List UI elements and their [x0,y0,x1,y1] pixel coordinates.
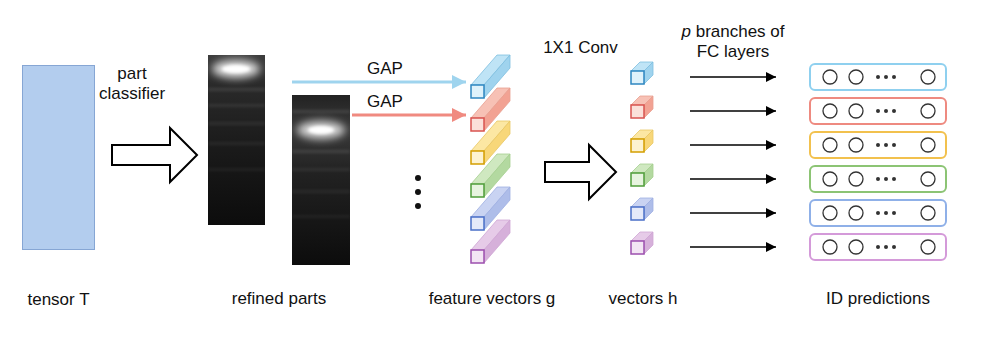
vector-front [471,250,484,263]
node-caption: tensor T [27,290,89,310]
prediction-marks [823,206,935,220]
heatmap-band [292,190,350,193]
vector-front [471,217,484,230]
reduced-vector [631,62,653,84]
vector-front [471,151,484,164]
vector-front [631,207,644,220]
block-arrow [545,145,616,199]
heatmap-core [222,65,250,73]
vector-face [484,220,510,263]
feature-vector [471,220,510,263]
vector-face [644,164,653,186]
vector-front [471,118,484,131]
arrow-connector [292,82,466,83]
heatmap-band [208,142,265,145]
node-caption: vectors h [609,289,678,309]
prediction-marks [823,138,935,152]
prediction-box [810,64,946,90]
block-arrow [112,128,197,182]
reduced-vector [631,96,653,118]
arrow-line [690,110,776,112]
arrow-connector [690,77,776,247]
vector-front [631,241,644,254]
heatmap-band [208,88,265,91]
heatmap-band [292,215,350,218]
prediction-marks [823,104,935,118]
arrow-line [690,178,776,180]
edge-label: GAP [367,59,403,79]
vector-front [471,184,484,197]
vector-front [631,71,644,84]
arrow-line [352,114,466,117]
vector-face [644,198,653,220]
refined-parts-group: refined parts [208,55,350,265]
vector-face [644,232,653,254]
prediction-marks [823,172,935,186]
vector-front [631,139,644,152]
vector-face [644,62,653,84]
heatmap-ground [292,95,350,265]
prediction-marks [823,70,935,84]
reduced-vector [631,198,653,220]
ellipsis-dot [415,189,421,195]
node-caption: feature vectors g [429,289,556,309]
arrow-line [690,144,776,146]
heatmap-blob [212,60,260,78]
arrow-connector [352,115,466,116]
prediction-box [810,166,946,192]
prediction-box [810,200,946,226]
heatmap-ground [208,55,265,225]
edge-label: part classifier [87,64,177,104]
ellipsis-dot [415,175,421,181]
heatmap-band [292,150,350,153]
vector-front [631,105,644,118]
arrow-line [690,76,776,78]
heatmap-core [308,126,334,134]
node-caption: refined parts [232,289,327,309]
vector-face [644,96,653,118]
block-arrow [545,145,616,199]
edge-label: GAP [367,92,403,112]
tensor-block: tensor T [22,65,95,250]
heatmap-band [208,168,265,171]
prediction-marks [823,240,935,254]
heatmap-band [292,168,350,171]
arrow-line [690,212,776,214]
heatmap-band [208,104,265,107]
heatmap-blob [297,121,345,139]
vector-front [471,85,484,98]
prediction-stack: ID predictions [808,62,948,262]
arrow-line [292,81,466,84]
reduced-vector [631,164,653,186]
reduced-vector [631,130,653,152]
block-arrow [112,128,197,182]
ellipsis-dot [415,203,421,209]
prediction-box [810,98,946,124]
arrow-line [690,246,776,248]
vector-front [631,173,644,186]
feature-vector-stack: feature vectors g [468,55,516,267]
edge-label: p branches of FC layers [671,22,796,62]
edge-label: 1X1 Conv [543,38,618,58]
heatmap-band [208,122,265,125]
heatmap-band [292,110,350,113]
prediction-box [810,132,946,158]
prediction-box [810,234,946,260]
node-caption: ID predictions [826,289,930,309]
part-heatmap [208,55,265,225]
vector-face [644,130,653,152]
vector-stack: vectors h [628,55,658,260]
reduced-vector [631,232,653,254]
part-heatmap [292,95,350,265]
